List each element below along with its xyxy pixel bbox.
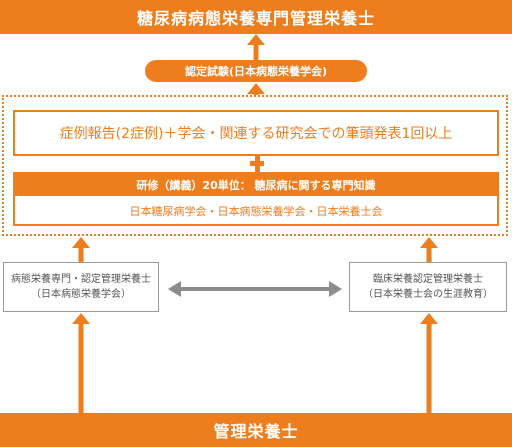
publication-requirement-box: 症例報告(2症例)＋学会・関連する研究会での筆頭発表1回以上 <box>13 110 499 156</box>
training-organizations: 日本糖尿病学会・日本病態栄養学会・日本栄養士会 <box>129 205 383 218</box>
arrow-left-up-head <box>72 237 90 248</box>
prerequisite-box-left: 病態栄養専門・認定管理栄養士 （日本病態栄養学会） <box>3 262 159 312</box>
prerequisite-right-line1: 臨床栄養認定管理栄養士 <box>373 274 483 285</box>
prerequisite-right-line2: （日本栄養士会の生涯教育） <box>363 289 493 300</box>
certification-exam-pill: 認定試験(日本病態栄養学会) <box>145 60 367 82</box>
prerequisite-left-line1: 病態栄養専門・認定管理栄養士 <box>11 274 151 285</box>
arrow-to-exam-head <box>247 83 265 94</box>
gray-double-arrow-right-head <box>329 281 342 297</box>
arrow-bottom-left-head <box>72 313 90 324</box>
arrow-to-title-head <box>247 34 265 45</box>
prerequisite-left-line2: （日本病態栄養学会） <box>31 289 131 300</box>
title-bar-dietitian: 管理栄養士 <box>0 413 512 447</box>
training-requirement-box: 研修（講義）20単位： 糖尿病に関する専門知識 日本糖尿病学会・日本病態栄養学会… <box>13 172 499 226</box>
arrow-bottom-right-head <box>420 313 438 324</box>
requirements-group <box>2 95 508 236</box>
gray-double-arrow-left-head <box>168 281 181 297</box>
prerequisite-box-right: 臨床栄養認定管理栄養士 （日本栄養士会の生涯教育） <box>349 262 507 312</box>
training-heading: 研修（講義）20単位： 糖尿病に関する専門知識 <box>15 174 497 196</box>
title-bar-specialist: 糖尿病病態栄養専門管理栄養士 <box>0 0 512 34</box>
arrow-right-up-head <box>420 237 438 248</box>
plus-icon <box>250 155 264 173</box>
